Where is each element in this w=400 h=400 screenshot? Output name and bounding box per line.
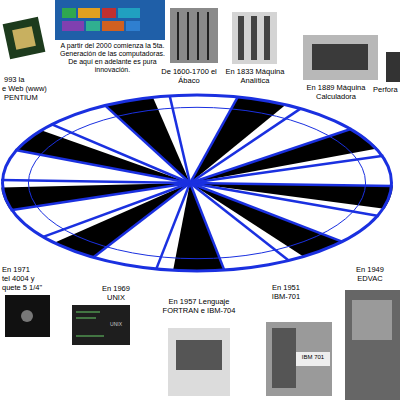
year-label: En 1957 Lenguaje FORTRAN e IBM-704 — [160, 298, 238, 315]
spoke-line — [51, 124, 190, 183]
year-label: En 1889 Máquina Calculadora — [300, 84, 372, 101]
photo-caption: IBM 701 — [296, 354, 330, 361]
console-panel — [176, 340, 222, 370]
spoke-line — [15, 150, 190, 183]
abacus-photo — [170, 8, 218, 63]
screen-line — [76, 336, 104, 337]
tile — [86, 21, 100, 31]
year-label: En 1971 — [2, 266, 30, 275]
tile — [102, 8, 116, 18]
tile — [62, 21, 84, 31]
cabinet — [272, 328, 296, 388]
year-label: quete 5 1/4" — [2, 284, 42, 293]
abacus-rod — [187, 12, 189, 60]
ibm-704-photo — [168, 328, 230, 396]
engine-column — [251, 16, 257, 60]
timeline-wheel — [1, 95, 393, 271]
engine-column — [238, 16, 244, 60]
tile — [126, 21, 140, 31]
year-label: En 1969 UNIX — [98, 285, 134, 302]
abacus-rod — [177, 12, 179, 60]
ibm-701-photo — [266, 322, 332, 396]
calculator-body — [312, 44, 368, 70]
spoke-line — [190, 183, 393, 186]
calculator-photo — [303, 35, 378, 80]
spoke-line — [43, 183, 191, 237]
spoke-line — [105, 105, 190, 183]
year-label: En 1951 IBM-701 — [266, 284, 306, 301]
tile — [78, 8, 100, 18]
year-label: tel 4004 y — [2, 275, 35, 284]
year-label: En 1949 EDVAC — [350, 266, 390, 283]
floppy-hole — [21, 310, 33, 322]
tile — [102, 21, 124, 31]
abacus-rod — [207, 12, 209, 60]
year-label: En 1833 Máquina Analítica — [224, 68, 286, 85]
spoke-line — [11, 183, 190, 210]
unix-screen — [72, 305, 130, 345]
tile — [118, 8, 140, 18]
spoke-line — [190, 108, 301, 183]
spoke-line — [1, 180, 190, 183]
tile — [62, 8, 76, 18]
spoke-line — [190, 183, 343, 242]
floppy-disk — [5, 295, 50, 337]
abacus-rod — [197, 12, 199, 60]
spoke-line — [190, 156, 383, 183]
screen-text: UNIX — [104, 322, 128, 328]
spoke-line — [190, 129, 352, 183]
black-sector — [190, 129, 377, 183]
engine-column — [264, 16, 270, 60]
edvac-photo — [345, 290, 400, 400]
label-patch — [296, 352, 330, 366]
spoke-line — [190, 183, 224, 270]
year-label: Perfora — [373, 86, 398, 95]
screen-line — [76, 318, 96, 319]
spoke-line — [93, 183, 190, 258]
windows-screen — [55, 0, 165, 40]
screen-line — [76, 312, 100, 313]
year-label: 993 la — [4, 76, 24, 85]
pentium-chip — [3, 17, 46, 60]
era-note: A partir del 2000 comienza la 5ta. Gener… — [55, 42, 170, 74]
analytical-engine-photo — [232, 12, 277, 64]
outer-ring — [3, 95, 392, 271]
year-label: e Web (www) — [2, 85, 47, 94]
spoke-line — [190, 183, 379, 216]
edvac-panel — [352, 300, 392, 340]
chip-die — [12, 26, 36, 50]
spoke-line — [170, 96, 190, 183]
year-label: De 1600-1700 el Ábaco — [160, 68, 218, 85]
year-label: PENTIUM — [4, 94, 38, 103]
inner-ring — [28, 107, 365, 258]
punch-card-photo — [386, 52, 400, 82]
